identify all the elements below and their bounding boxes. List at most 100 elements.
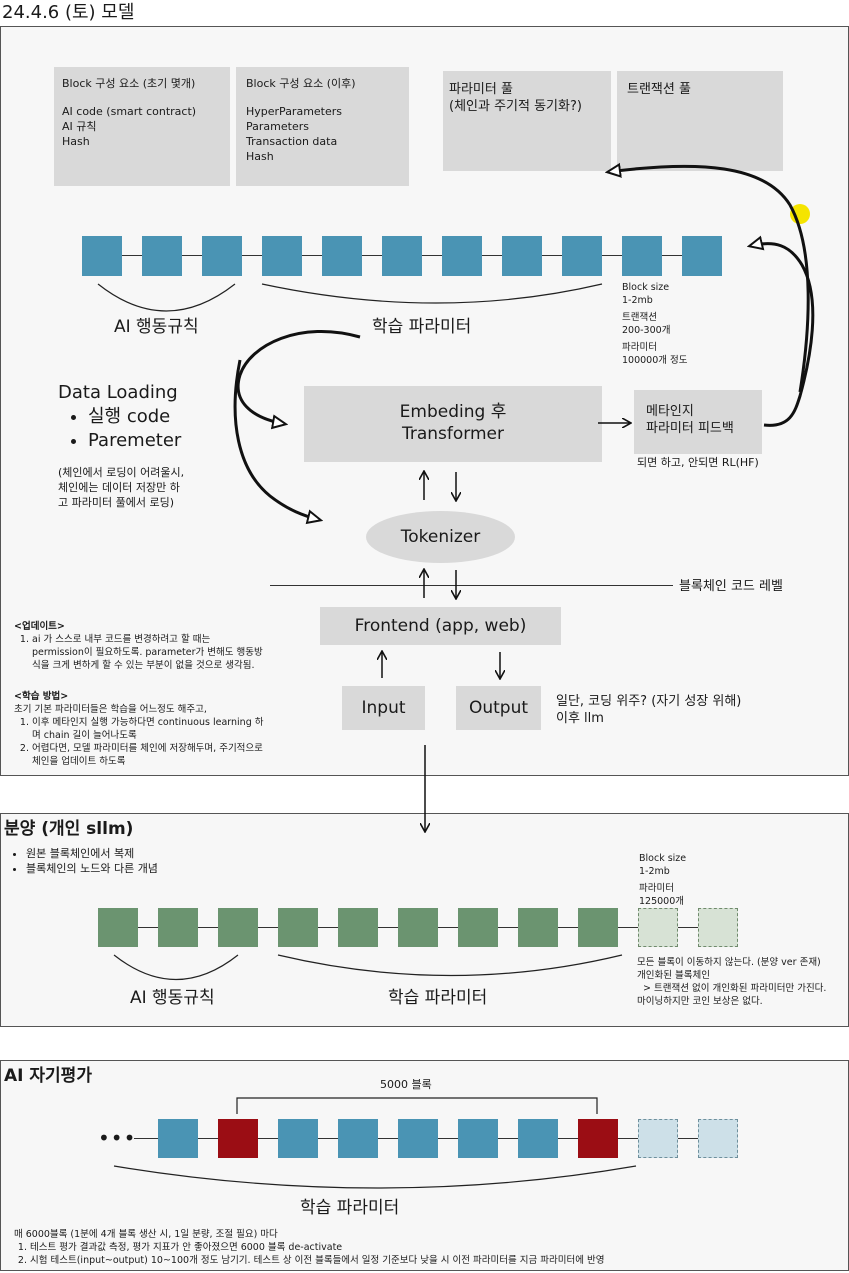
chain-block [158, 908, 198, 947]
box-line: Parameters [246, 120, 309, 133]
box-line: AI code (smart contract) [62, 105, 197, 118]
bullet-item: 블록체인의 노드와 다른 개념 [26, 861, 158, 876]
info-line: 파라미터 [639, 883, 674, 894]
pending-block [698, 908, 738, 947]
note-line: 고 파라미터 풀에서 로딩) [58, 496, 174, 509]
note-line: 마이닝하지만 코인 보상은 없다. [637, 996, 763, 1007]
chain-block [458, 1119, 498, 1158]
metacognition-box: 메타인지 파라미터 피드백 [634, 390, 762, 454]
box-title: 트랜잭션 풀 [627, 82, 691, 97]
chain-block [458, 908, 498, 947]
distribution-note: 모든 블록이 이동하지 않는다. (분양 ver 존재) 개인화된 블록체인 >… [637, 956, 826, 1008]
box-line: Hash [246, 150, 274, 163]
self-eval-item: 테스트 평가 결과값 측정, 평가 지표가 안 좋아졌으면 6000 블록 de… [30, 1241, 844, 1254]
box-line: Hash [62, 135, 90, 148]
box-line: Transformer [401, 424, 504, 444]
chain-block [278, 1119, 318, 1158]
chain-block [502, 236, 542, 276]
chain-block [382, 236, 422, 276]
chain-block [278, 908, 318, 947]
chain-block [98, 908, 138, 947]
eval-block [578, 1119, 618, 1158]
box-line: 메타인지 [646, 404, 694, 419]
bracket-label: 5000 블록 [380, 1078, 432, 1091]
chain-block [562, 236, 602, 276]
eval-block [218, 1119, 258, 1158]
note-line: 모든 블록이 이동하지 않는다. (분양 ver 존재) [637, 957, 821, 968]
block-components-later-box: Block 구성 요소 (이후) HyperParameters Paramet… [236, 67, 409, 186]
chain-level-line [270, 585, 673, 586]
info-line: Block size [622, 282, 670, 293]
chain-block [142, 236, 182, 276]
info-line: 1-2mb [622, 295, 653, 306]
data-loading-note: (체인에서 로딩이 어려울시, 체인에는 데이터 저장만 하 고 파라미터 풀에… [58, 465, 184, 510]
block-components-initial-box: Block 구성 요소 (초기 몇개) AI code (smart contr… [54, 67, 230, 186]
distribution-block-info: Block size 1-2mb 파라미터 125000개 [639, 852, 686, 908]
note-line: 체인에는 데이터 저장만 하 [58, 481, 180, 494]
note-line: (체인에서 로딩이 어려울시, [58, 466, 185, 479]
info-line: 트랜잭션 [622, 312, 657, 323]
data-loading-item: 실행 code [88, 405, 181, 429]
box-line: Transaction data [246, 135, 338, 148]
learning-params-label: 학습 파라미터 [372, 317, 472, 337]
chain-block [82, 236, 122, 276]
ellipsis-dots: ••• [98, 1126, 137, 1150]
box-line: 파라미터 피드백 [646, 421, 734, 436]
box-title: Block 구성 요소 (초기 몇개) [62, 77, 196, 90]
info-line: 100000개 정도 [622, 355, 688, 366]
ai-rules-label: AI 행동규칙 [114, 317, 199, 337]
data-loading-title: Data Loading [58, 382, 178, 403]
info-line: 1-2mb [639, 866, 670, 877]
info-line: Block size [639, 853, 687, 864]
chain-block [518, 1119, 558, 1158]
data-loading-item: Paremeter [88, 429, 181, 453]
chain-block [442, 236, 482, 276]
note-line: 개인화된 블록체인 [637, 970, 710, 981]
pending-block [638, 908, 678, 947]
chain-block [398, 908, 438, 947]
box-title: Block 구성 요소 (이후) [246, 77, 356, 90]
chain-block [218, 908, 258, 947]
chain-block [338, 1119, 378, 1158]
learning-params-label: 학습 파라미터 [388, 988, 488, 1008]
learning-item: 이후 메타인지 실행 가능하다면 continuous learning 하며 … [32, 716, 264, 742]
distribution-bullets: 원본 블록체인에서 복제 블록체인의 노드와 다른 개념 [2, 846, 158, 876]
chain-block [158, 1119, 198, 1158]
chain-block [202, 236, 242, 276]
bullet-item: 원본 블록체인에서 복제 [26, 846, 158, 861]
self-eval-notes: 매 6000블록 (1분에 4개 블록 생산 시, 1일 분량, 조절 필요) … [14, 1228, 844, 1267]
box-line: HyperParameters [246, 105, 343, 118]
tokenizer-ellipse: Tokenizer [366, 511, 515, 563]
learning-section: <학습 방법> 초기 기본 파라미터들은 학습을 어느정도 해주고, 이후 메타… [14, 690, 264, 768]
chain-block [338, 908, 378, 947]
info-line: 125000개 [639, 896, 685, 907]
info-line: 200-300개 [622, 325, 671, 336]
chain-level-label: 블록체인 코드 레벨 [679, 579, 783, 594]
box-line: 파라미터 풀 [449, 82, 513, 97]
learning-params-label: 학습 파라미터 [300, 1198, 400, 1218]
note-line: 일단, 코딩 위주? (자기 성장 위해) [556, 694, 742, 709]
input-box: Input [342, 686, 425, 730]
page-title: 24.4.6 (토) 모델 [2, 2, 135, 23]
note-line: > 트랜잭션 없이 개인화된 파라미터만 가진다. [637, 983, 827, 994]
update-title: <업데이트> [14, 621, 65, 632]
update-item: ai 가 스스로 내부 코드를 변경하려고 할 때는 permission이 필… [32, 633, 264, 672]
chain-block [262, 236, 302, 276]
transaction-pool-box: 트랜잭션 풀 [617, 71, 783, 171]
note-line: 이후 llm [556, 711, 604, 726]
embedding-transformer-box: Embeding 후 Transformer [304, 386, 602, 462]
chain-block [622, 236, 662, 276]
self-eval-intro: 매 6000블록 (1분에 4개 블록 생산 시, 1일 분량, 조절 필요) … [14, 1229, 278, 1240]
update-section: <업데이트> ai 가 스스로 내부 코드를 변경하려고 할 때는 permis… [14, 620, 264, 672]
yellow-marker [790, 204, 810, 224]
pending-block [698, 1119, 738, 1158]
info-line: 파라미터 [622, 342, 657, 353]
pending-block [638, 1119, 678, 1158]
learning-title: <학습 방법> [14, 691, 69, 702]
box-line: AI 규칙 [62, 120, 97, 133]
frontend-box: Frontend (app, web) [320, 607, 561, 645]
self-eval-item: 시험 테스트(input~output) 10~100개 정도 남기기. 테스트… [30, 1254, 844, 1267]
data-loading-section: Data Loading 실행 code Paremeter [58, 381, 181, 453]
parameter-pool-box: 파라미터 풀 (체인과 주기적 동기화?) [443, 71, 611, 171]
chain-block [398, 1119, 438, 1158]
